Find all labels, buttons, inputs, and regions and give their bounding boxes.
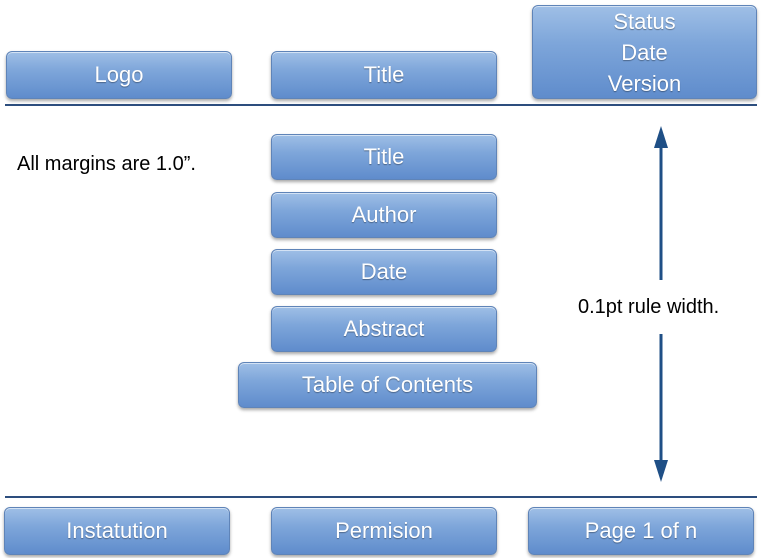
body-title-box: Title [271, 134, 497, 180]
page-number-box: Page 1 of n [528, 507, 754, 555]
logo-label: Logo [94, 62, 144, 87]
date-label: Date [621, 39, 668, 65]
header-title-box: Title [271, 51, 497, 99]
body-date-box: Date [271, 249, 497, 295]
header-rule [5, 104, 757, 106]
abstract-label: Abstract [343, 316, 425, 341]
permission-label: Permision [335, 518, 433, 543]
institution-box: Instatution [4, 507, 230, 555]
permission-box: Permision [271, 507, 497, 555]
footer-rule [5, 496, 757, 498]
margins-note: All margins are 1.0”. [17, 153, 196, 175]
arrow-down-head [654, 460, 668, 482]
page-number-label: Page 1 of n [584, 518, 698, 543]
double-arrow-icon [654, 126, 668, 482]
table-of-contents-box: Table of Contents [238, 362, 537, 408]
logo-box: Logo [6, 51, 232, 99]
status-date-version-box: Status Date Version [532, 5, 757, 99]
body-title-label: Title [363, 144, 405, 169]
table-of-contents-label: Table of Contents [301, 372, 474, 397]
author-box: Author [271, 192, 497, 238]
version-label: Version [607, 70, 682, 96]
institution-label: Instatution [66, 518, 168, 543]
header-title-label: Title [363, 62, 405, 87]
abstract-box: Abstract [271, 306, 497, 352]
body-date-label: Date [360, 259, 408, 284]
author-label: Author [351, 202, 417, 227]
arrow-up-head [654, 126, 668, 148]
rule-width-note: 0.1pt rule width. [578, 296, 720, 318]
status-label: Status [613, 8, 676, 34]
